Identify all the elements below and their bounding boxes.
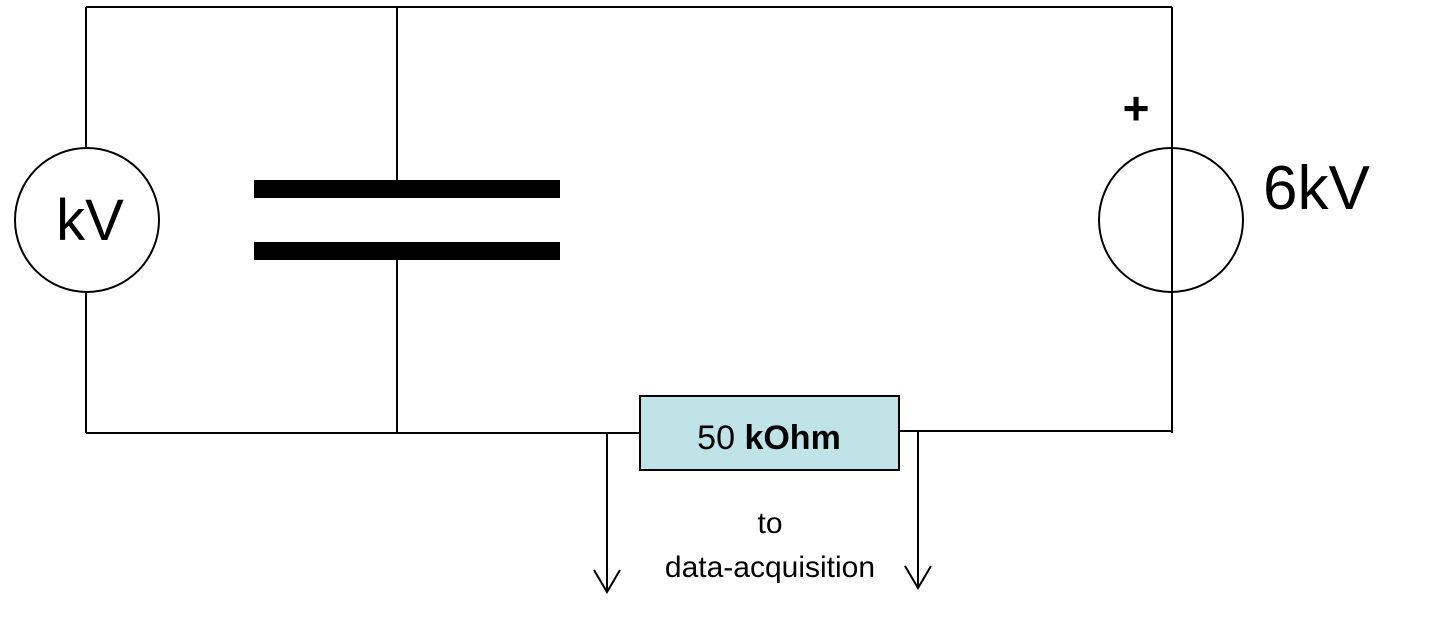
daq-arrow-left-icon <box>593 569 621 594</box>
voltmeter-label: kV <box>56 188 124 253</box>
resistor-unit: kOhm <box>744 419 840 457</box>
daq-label-line1: to <box>757 507 782 540</box>
capacitor-plate-top <box>254 180 560 198</box>
daq-label-line2: data-acquisition <box>665 551 875 584</box>
resistor-value: 50 <box>697 419 735 457</box>
source-voltage-label: 6kV <box>1263 154 1370 223</box>
resistor-body <box>639 395 900 471</box>
voltage-source-circle <box>1098 147 1244 293</box>
voltmeter-circle <box>14 147 160 293</box>
capacitor-plate-bottom <box>254 242 560 260</box>
daq-arrow-right-icon <box>904 565 932 590</box>
resistor-label: 50 kOhm <box>697 419 841 457</box>
source-polarity-label: + <box>1123 82 1150 134</box>
